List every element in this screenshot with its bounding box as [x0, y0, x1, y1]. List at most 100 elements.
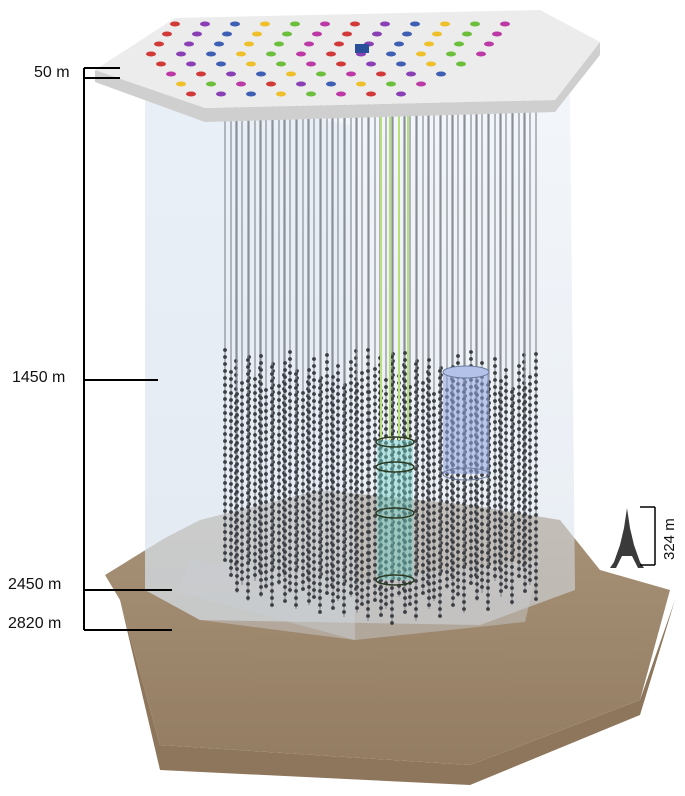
optical-module: [288, 406, 292, 410]
surface-station-dot: [380, 21, 390, 27]
optical-module: [253, 489, 257, 493]
optical-module: [517, 567, 521, 571]
optical-module: [390, 593, 394, 597]
optical-module: [288, 462, 292, 466]
optical-module: [259, 417, 263, 421]
optical-module: [427, 498, 431, 502]
optical-module: [534, 457, 538, 461]
optical-module: [246, 400, 250, 404]
optical-module: [373, 409, 377, 413]
optical-module: [288, 532, 292, 536]
amanda-cylinder: [442, 365, 490, 481]
optical-module: [331, 431, 335, 435]
optical-module: [235, 497, 239, 501]
optical-module: [517, 406, 521, 410]
optical-module: [510, 425, 514, 429]
optical-module: [528, 417, 532, 421]
optical-module: [235, 483, 239, 487]
optical-module: [384, 427, 388, 431]
optical-module: [259, 578, 263, 582]
optical-module: [414, 586, 418, 590]
optical-module: [523, 456, 527, 460]
optical-module: [504, 417, 508, 421]
optical-module: [528, 466, 532, 470]
optical-module: [469, 518, 473, 522]
optical-module: [438, 432, 442, 436]
optical-module: [342, 575, 346, 579]
optical-module: [360, 455, 364, 459]
optical-module: [331, 480, 335, 484]
optical-module: [223, 551, 227, 555]
optical-module: [504, 522, 508, 526]
optical-module: [493, 476, 497, 480]
optical-module: [510, 460, 514, 464]
optical-module: [397, 451, 401, 455]
depth-label-2820: 2820 m: [8, 615, 62, 632]
optical-module: [223, 467, 227, 471]
optical-module: [355, 417, 359, 421]
optical-module: [307, 571, 311, 575]
optical-module: [451, 484, 455, 488]
optical-module: [504, 487, 508, 491]
optical-module: [223, 446, 227, 450]
optical-module: [432, 581, 436, 585]
optical-module: [403, 603, 407, 607]
surface-station-dot: [200, 21, 210, 27]
optical-module: [384, 399, 388, 403]
optical-module: [414, 537, 418, 541]
optical-module: [523, 400, 527, 404]
optical-module: [486, 481, 490, 485]
optical-module: [523, 575, 527, 579]
optical-module: [259, 368, 263, 372]
optical-module: [499, 568, 503, 572]
optical-module: [421, 402, 425, 406]
optical-module: [390, 383, 394, 387]
optical-module: [349, 388, 353, 392]
optical-module: [325, 353, 329, 357]
optical-module: [288, 448, 292, 452]
optical-module: [517, 497, 521, 501]
optical-module: [480, 487, 484, 491]
optical-module: [288, 574, 292, 578]
optical-module: [240, 416, 244, 420]
optical-module: [384, 588, 388, 592]
optical-module: [510, 565, 514, 569]
optical-module: [493, 469, 497, 473]
optical-module: [349, 556, 353, 560]
optical-module: [438, 453, 442, 457]
optical-module: [427, 421, 431, 425]
optical-module: [294, 554, 298, 558]
optical-module: [504, 445, 508, 449]
optical-module: [486, 565, 490, 569]
optical-module: [246, 365, 250, 369]
optical-module: [403, 561, 407, 565]
optical-module: [414, 362, 418, 366]
optical-module: [390, 495, 394, 499]
optical-module: [360, 392, 364, 396]
optical-module: [246, 547, 250, 551]
optical-module: [360, 427, 364, 431]
optical-module: [259, 522, 263, 526]
optical-module: [336, 371, 340, 375]
optical-module: [312, 483, 316, 487]
optical-module: [534, 555, 538, 559]
optical-module: [504, 368, 508, 372]
optical-module: [462, 544, 466, 548]
optical-module: [336, 490, 340, 494]
optical-module: [355, 501, 359, 505]
optical-module: [427, 533, 431, 537]
optical-module: [318, 526, 322, 530]
optical-module: [325, 416, 329, 420]
optical-module: [427, 491, 431, 495]
optical-module: [229, 573, 233, 577]
optical-module: [493, 553, 497, 557]
optical-module: [421, 458, 425, 462]
optical-module: [504, 494, 508, 498]
optical-module: [421, 395, 425, 399]
optical-module: [229, 475, 233, 479]
optical-module: [373, 514, 377, 518]
optical-module: [427, 365, 431, 369]
optical-module: [421, 423, 425, 427]
optical-module: [397, 528, 401, 532]
optical-module: [229, 524, 233, 528]
